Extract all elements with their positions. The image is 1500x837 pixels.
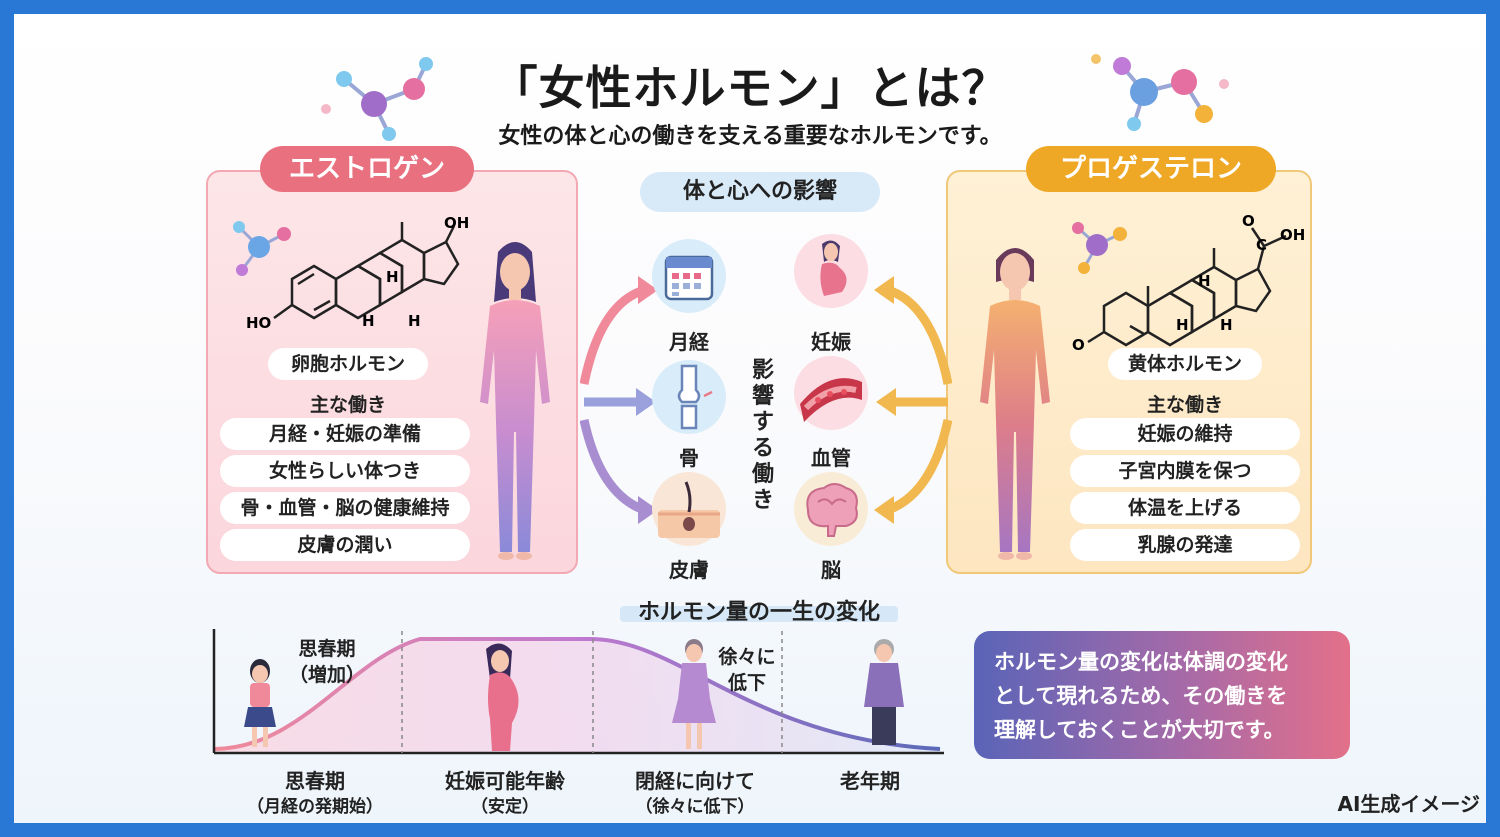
ketone-o-label: O [1072,336,1085,354]
stage-label: 妊娠可能年齢 （安定） [410,768,600,820]
cooh-c-label: C [1256,236,1267,254]
bone-joint-icon [677,364,713,430]
estradiol-structure-icon: OH HO H H H [246,214,469,332]
brain-icon [806,483,858,537]
curve-note-puberty: 思春期 （増加） [282,636,372,688]
effect-icon-circle [652,472,726,546]
curve-note-line: 低下 [727,672,766,694]
arrows-left [580,276,658,524]
message-line: として現れるため、その働きを [994,684,1288,708]
curve-note-line: （増加） [288,664,365,686]
estrogen-functions-heading: 主な働き [309,394,386,416]
effect-icon-circle [652,360,726,434]
vertical-label-char: る [751,436,774,461]
girl-figure [244,659,276,747]
estrogen-function-item: 月経・妊娠の準備 [220,418,470,450]
progesterone-function-item: 子宮内膜を保つ [1070,455,1300,487]
estrogen-tab: エストロゲン [260,146,474,192]
pregnant-figure [486,643,519,751]
molecule-icon-estrogen [233,221,291,276]
stage-label: 思春期 （月経の発期始） [220,768,410,820]
stage-label: 老年期 [790,768,950,794]
lifecycle-title-highlight [620,606,898,622]
vertical-label-char: 働 [751,462,774,487]
progesterone-structure-icon: O O C OH H H H [1072,212,1304,354]
effects-vertical-label: 影響する働き [748,358,778,514]
progesterone-function-item: 妊娠の維持 [1070,418,1300,450]
effect-icon-circle [794,356,868,430]
effect-label: 妊娠 [811,330,851,354]
cooh-o-label: O [1242,212,1255,230]
hormone-curve-chart [212,629,944,755]
estrogen-function-item: 女性らしい体つき [220,455,470,487]
progesterone-function-item: 体温を上げる [1070,492,1300,524]
infographic-frame: 「女性ホルモン」とは？ 女性の体と心の働きを支える重要なホルモンです。 エストロ… [14,14,1486,823]
woman-figure-left [480,242,550,560]
ai-generated-label: AI生成イメージ [1337,792,1480,816]
message-line: ホルモン量の変化は体調の変化 [994,650,1288,674]
vertical-label-char: 響 [751,384,774,409]
vertical-label-char: す [751,410,774,435]
progesterone-functions-heading: 主な働き [1146,394,1223,416]
calendar-icon [664,255,714,301]
middle-aged-figure [672,639,716,749]
effect-label: 脳 [821,558,841,582]
molecule-icon-top-left [321,57,433,141]
h-label: H [1198,272,1211,290]
estrogen-function-item: 皮膚の潤い [220,529,470,561]
estrogen-function-item: 骨・血管・脳の健康維持 [220,492,470,524]
progesterone-alias: 黄体ホルモン [1108,348,1262,380]
h-label: H [1176,316,1189,334]
progesterone-function-item: 乳腺の発達 [1070,529,1300,561]
stage-sub: （月経の発期始） [247,797,383,817]
effect-icon-circle [794,472,868,546]
h-label: H [408,312,421,330]
stage-sub: （安定） [471,797,539,817]
molecule-icon-progesterone [1072,222,1127,274]
arrows-right [874,276,952,524]
pregnant-woman-icon [820,240,847,296]
curve-note-decline: 徐々に 低下 [702,644,792,696]
oh-top-label: OH [444,214,469,232]
stage-sub: （徐々に低下） [635,797,755,817]
stage-name: 老年期 [840,769,900,793]
vertical-label-char: き [751,488,774,513]
lifecycle-title: ホルモン量の一生の変化 [637,600,880,625]
blood-vessel-icon [800,378,862,422]
progesterone-tab: プロゲステロン [1026,146,1276,192]
h-label: H [1220,316,1233,334]
effect-label: 血管 [811,446,851,470]
effect-icon-circle [652,239,726,313]
effect-icon-circle [794,234,868,308]
page-title: 「女性ホルモン」とは？ [491,61,1009,115]
stage-name: 閉経に向けて [635,769,755,793]
stage-name: 妊娠可能年齢 [445,769,565,793]
elderly-figure [864,639,904,745]
summary-message-box: ホルモン量の変化は体調の変化 として現れるため、その働きを 理解しておくことが大… [974,631,1350,759]
estrogen-alias: 卵胞ホルモン [268,348,428,380]
effects-title: 体と心への影響 [640,172,880,212]
effect-label: 皮膚 [669,558,709,582]
message-line: 理解しておくことが大切です。 [994,718,1285,742]
oh-left-label: HO [246,314,271,332]
stage-name: 思春期 [285,769,345,793]
effect-label: 月経 [669,330,709,354]
woman-figure-right [980,248,1050,560]
cooh-oh-label: OH [1280,226,1304,244]
curve-note-line: 思春期 [298,638,356,660]
vertical-label-char: 影 [751,358,774,383]
molecule-icon-top-right [1091,54,1229,131]
skin-icon [658,481,720,538]
effect-label: 骨 [679,446,699,470]
curve-note-line: 徐々に [718,646,776,668]
h-label: H [386,268,399,286]
h-label: H [362,312,375,330]
page-subtitle: 女性の体と心の働きを支える重要なホルモンです。 [498,124,1002,149]
stage-label: 閉経に向けて （徐々に低下） [600,768,790,820]
